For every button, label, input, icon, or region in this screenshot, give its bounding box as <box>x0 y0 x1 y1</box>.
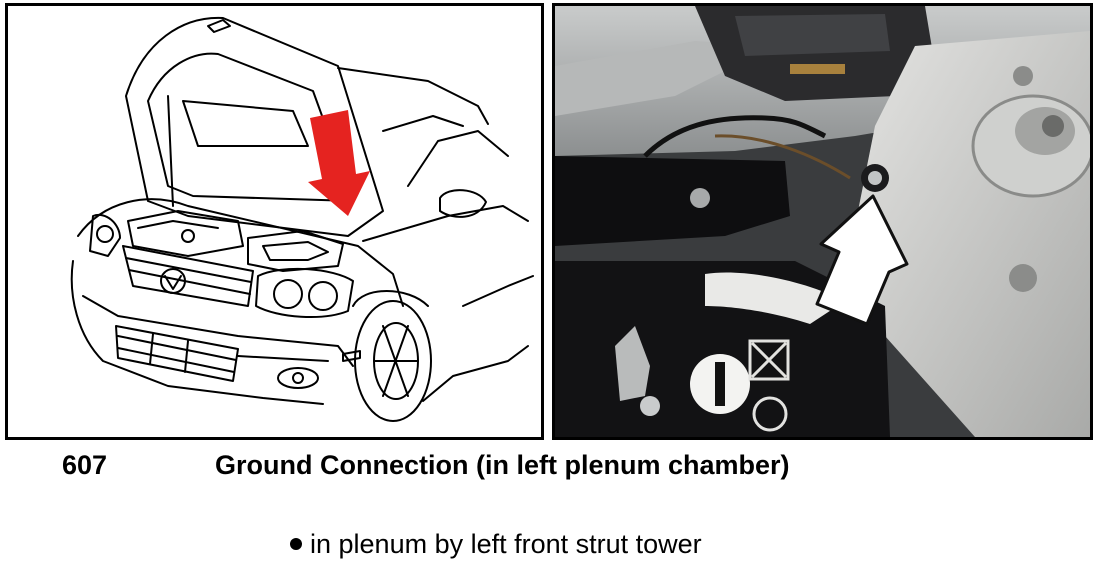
white-arrow-icon <box>815 194 909 326</box>
bullet-icon <box>290 538 302 550</box>
figure-title: Ground Connection (in left plenum chambe… <box>215 450 790 480</box>
bullet-text: in plenum by left front strut tower <box>310 529 702 559</box>
figure-number: 607 <box>62 450 108 480</box>
bullet-item: in plenum by left front strut tower <box>290 528 702 560</box>
engine-bay-photo <box>555 6 1090 437</box>
car-illustration-panel <box>5 3 544 440</box>
red-arrow-icon <box>308 110 370 216</box>
ground-connection-photo-panel <box>552 3 1093 440</box>
car-line-drawing <box>70 16 534 422</box>
